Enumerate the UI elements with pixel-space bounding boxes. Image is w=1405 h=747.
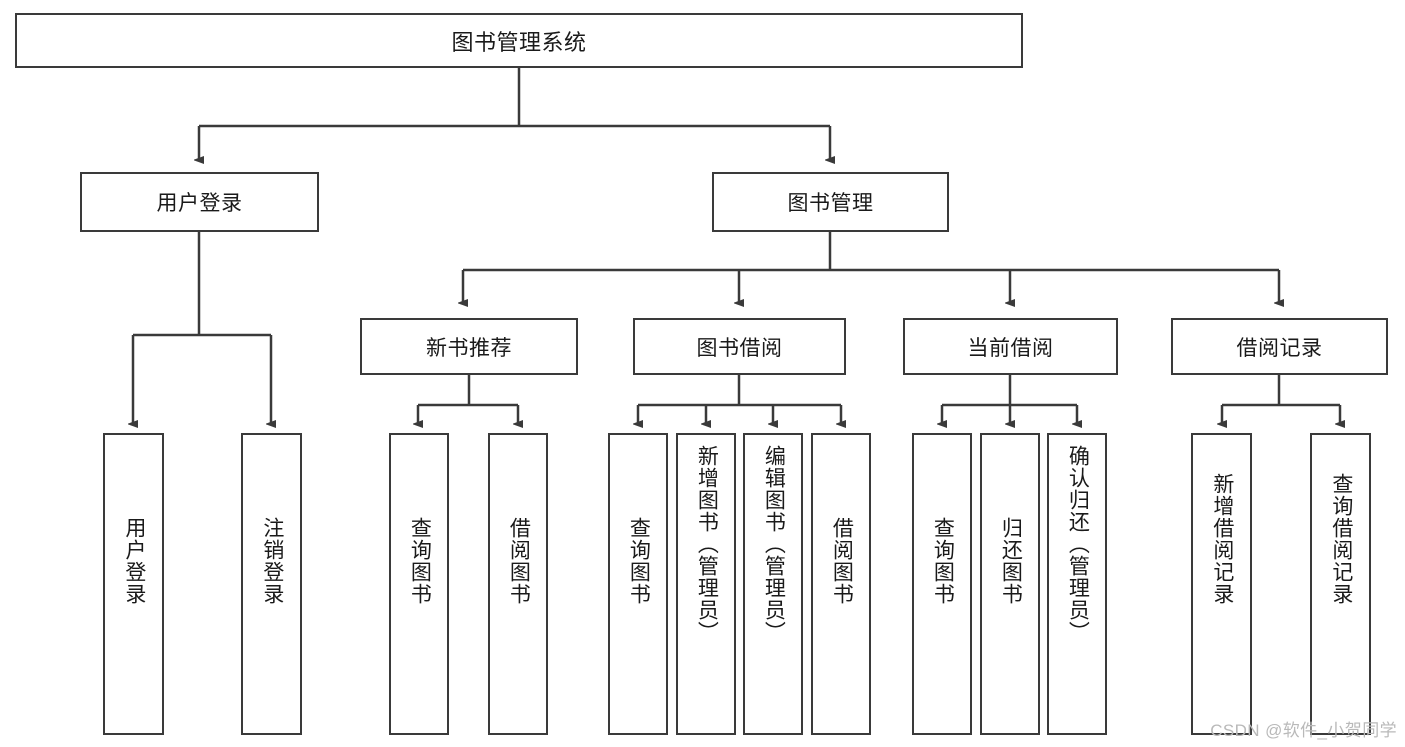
leaf-user-login-1-label: 用户登录	[122, 517, 146, 605]
leaf-user-login-1[interactable]: 用户登录	[103, 433, 164, 735]
leaf-recommend-1[interactable]: 查询图书	[389, 433, 449, 735]
node-current-borrow[interactable]: 当前借阅	[903, 318, 1118, 375]
leaf-record-1-label: 新增借阅记录	[1210, 473, 1234, 605]
leaf-current-3-label: 确认归还（管理员）	[1066, 445, 1090, 643]
leaf-user-login-2[interactable]: 注销登录	[241, 433, 302, 735]
leaf-current-1[interactable]: 查询图书	[912, 433, 972, 735]
leaf-record-2[interactable]: 查询借阅记录	[1310, 433, 1371, 735]
node-root-title[interactable]: 图书管理系统	[15, 13, 1023, 68]
watermark-text: CSDN @软件_小贺同学	[1210, 721, 1397, 740]
leaf-current-2-label: 归还图书	[999, 517, 1023, 605]
node-borrow-record-label: 借阅记录	[1236, 336, 1323, 360]
leaf-current-2[interactable]: 归还图书	[980, 433, 1040, 735]
leaf-recommend-2[interactable]: 借阅图书	[488, 433, 548, 735]
leaf-borrow-3[interactable]: 编辑图书（管理员）	[743, 433, 803, 735]
node-root-title-label: 图书管理系统	[451, 29, 587, 55]
node-new-book-recommend-label: 新书推荐	[426, 336, 512, 360]
leaf-record-2-label: 查询借阅记录	[1329, 473, 1353, 605]
leaf-borrow-2[interactable]: 新增图书（管理员）	[676, 433, 736, 735]
node-book-borrow-label: 图书借阅	[696, 336, 783, 360]
leaf-current-3[interactable]: 确认归还（管理员）	[1047, 433, 1107, 735]
leaf-user-login-2-label: 注销登录	[260, 517, 284, 605]
node-book-borrow[interactable]: 图书借阅	[633, 318, 846, 375]
leaf-borrow-1-label: 查询图书	[627, 517, 651, 605]
node-borrow-record[interactable]: 借阅记录	[1171, 318, 1388, 375]
node-current-borrow-label: 当前借阅	[967, 336, 1054, 360]
node-new-book-recommend[interactable]: 新书推荐	[360, 318, 578, 375]
node-book-manage[interactable]: 图书管理	[712, 172, 949, 232]
leaf-record-1[interactable]: 新增借阅记录	[1191, 433, 1252, 735]
leaf-recommend-2-label: 借阅图书	[507, 517, 531, 605]
leaf-borrow-3-label: 编辑图书（管理员）	[762, 445, 786, 643]
leaf-borrow-4-label: 借阅图书	[830, 517, 854, 605]
node-book-manage-label: 图书管理	[787, 192, 874, 215]
leaf-borrow-4[interactable]: 借阅图书	[811, 433, 871, 735]
leaf-recommend-1-label: 查询图书	[408, 517, 432, 605]
leaf-borrow-1[interactable]: 查询图书	[608, 433, 668, 735]
leaf-borrow-2-label: 新增图书（管理员）	[695, 445, 719, 643]
node-user-login-label: 用户登录	[156, 192, 243, 215]
node-user-login[interactable]: 用户登录	[80, 172, 319, 232]
leaf-current-1-label: 查询图书	[931, 517, 955, 605]
